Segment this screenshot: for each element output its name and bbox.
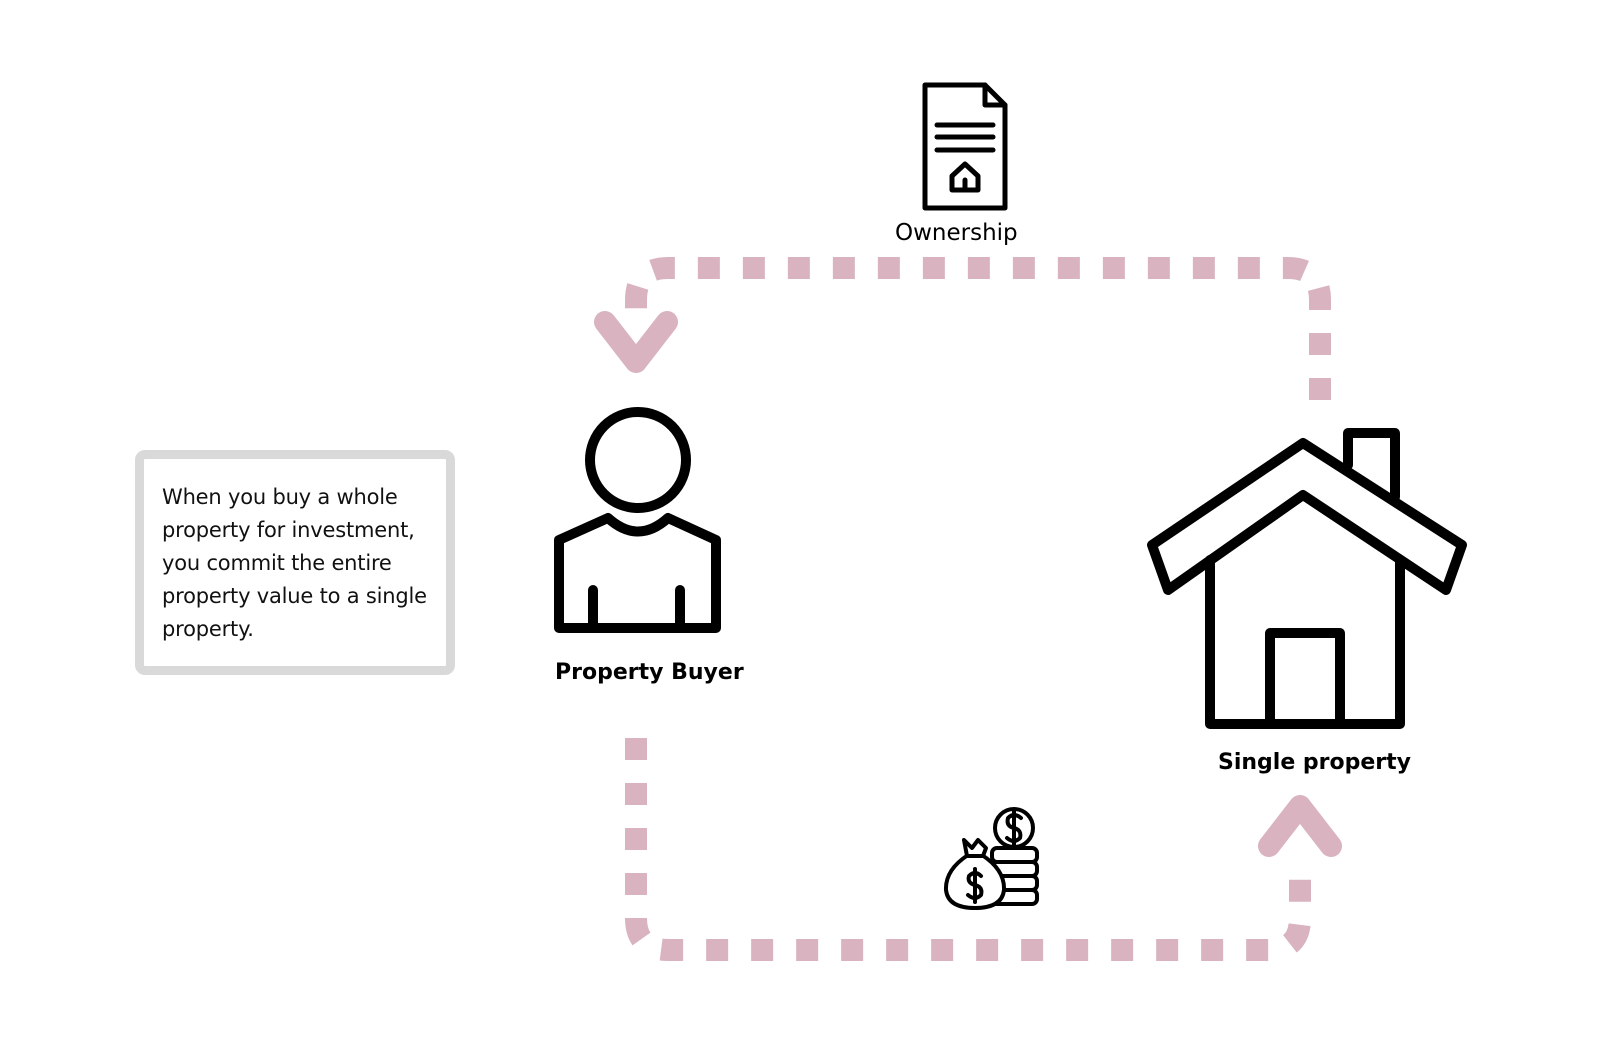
money-bag-coins-icon (943, 807, 1039, 910)
buyer-label: Property Buyer (555, 660, 744, 685)
money-flow-arrow (625, 738, 1311, 961)
description-box: When you buy a whole property for invest… (135, 450, 455, 675)
property-deed-document-icon (922, 82, 1008, 211)
person-icon (554, 407, 721, 633)
ownership-label: Ownership (895, 220, 1018, 246)
house-icon (1147, 428, 1467, 729)
money-flow-arrowhead (1258, 795, 1342, 857)
ownership-flow-arrowhead (594, 311, 678, 373)
ownership-flow-arrow (625, 257, 1331, 400)
property-label: Single property (1218, 750, 1412, 775)
